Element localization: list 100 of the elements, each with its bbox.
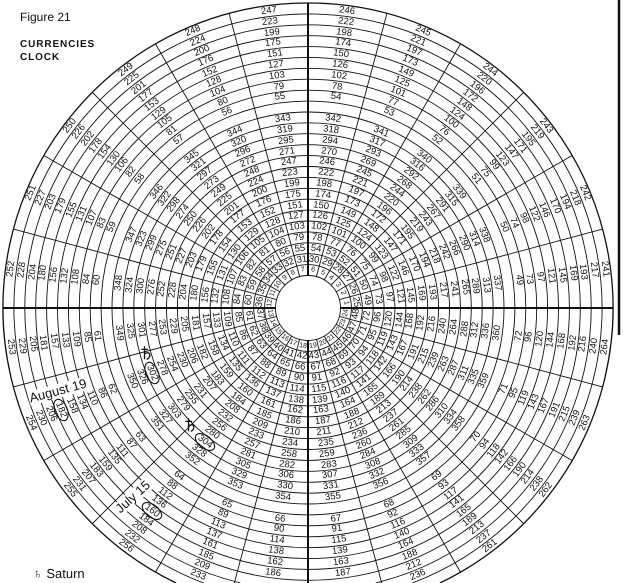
wheel-number: 199 — [263, 26, 280, 38]
wheel-number: 282 — [278, 458, 296, 470]
wheel-number: 289 — [470, 277, 482, 294]
wheel-number: 180 — [188, 284, 200, 302]
wheel-number: 228 — [16, 262, 28, 279]
wheel-number: 115 — [330, 534, 347, 546]
wheel-number: 228 — [167, 282, 179, 299]
wheel-number: 79 — [273, 81, 285, 92]
wheel-number: 216 — [426, 316, 438, 333]
wheel-number: 337 — [491, 274, 503, 292]
wheel-number: 78 — [311, 232, 324, 244]
wheel-number: 246 — [338, 5, 356, 17]
wheel-number: 186 — [264, 566, 282, 578]
wheel-number: 78 — [331, 81, 343, 92]
wheel-number: 168 — [556, 332, 568, 350]
wheel-number: 174 — [334, 38, 352, 50]
wheel-number: 174 — [314, 188, 332, 200]
wheel-number: 36 — [254, 296, 265, 308]
wheel-number: 187 — [334, 566, 352, 578]
wheel-number: 319 — [276, 124, 294, 136]
wheel-number: 60 — [92, 274, 103, 286]
wheel-number: 312 — [470, 322, 482, 338]
wheel-number: 349 — [113, 324, 125, 342]
wheel-number: 127 — [268, 59, 284, 71]
wheel-number: 144 — [545, 332, 557, 348]
wheel-number: 48 — [351, 308, 362, 320]
wheel-number: 162 — [286, 404, 303, 416]
wheel-number: 61 — [243, 310, 254, 322]
wheel-number: 246 — [318, 156, 336, 168]
wheel-number: 103 — [268, 70, 286, 82]
wheel-number: 145 — [404, 286, 416, 303]
wheel-number: 355 — [324, 491, 342, 503]
wheel-number: 79 — [292, 232, 305, 244]
title: CURRENCIES CLOCK — [20, 38, 96, 64]
wheel-number: 318 — [322, 124, 340, 136]
wheel-number: 60 — [243, 294, 254, 306]
wheel-number: 241 — [448, 280, 460, 298]
wheel-number: 181 — [38, 334, 50, 352]
wheel-number: 223 — [282, 167, 299, 179]
wheel-number: 133 — [59, 332, 71, 348]
wheel-number: 300 — [134, 277, 146, 294]
wheel-number: 210 — [283, 426, 300, 438]
wheel-number: 26 — [346, 282, 360, 296]
wheel-number: 264 — [448, 318, 460, 336]
wheel-number: 96 — [372, 311, 384, 324]
wheel-number: 222 — [337, 16, 354, 28]
wheel-number: 348 — [113, 274, 125, 292]
wheel-number: 157 — [48, 332, 60, 350]
wheel-number: 324 — [124, 276, 136, 294]
wheel-number: 73 — [372, 292, 384, 305]
wheel-number: 169 — [566, 264, 578, 282]
wheel-number: 49 — [362, 294, 373, 306]
wheel-number: 175 — [284, 188, 302, 200]
wheel-number: 29 — [320, 256, 334, 270]
wheel-number: 217 — [588, 262, 600, 279]
wheel-number: 204 — [178, 283, 190, 300]
wheel-number: 336 — [480, 322, 492, 340]
wheel-number: 102 — [310, 221, 328, 233]
wheel-number: 205 — [26, 336, 38, 353]
wheel-number: 151 — [286, 200, 303, 212]
wheel-number: 57 — [172, 132, 186, 146]
wheel-number: 114 — [269, 534, 286, 546]
wheel-number: 247 — [260, 5, 278, 17]
wheel-number: 55 — [274, 92, 286, 103]
wheel-number: 84 — [232, 292, 244, 305]
wheel-number: 108 — [221, 288, 233, 306]
wheel-number: 252 — [156, 280, 168, 298]
wheel-number: 253 — [156, 318, 168, 336]
wheel-number: 139 — [312, 394, 329, 406]
wheel-number: 168 — [404, 313, 416, 330]
figure-number: Figure 21 — [20, 10, 71, 24]
wheel-number: 240 — [437, 317, 449, 334]
wheel-number: 192 — [566, 334, 578, 352]
wheel-number: 32 — [282, 256, 296, 270]
wheel-number: 277 — [146, 320, 158, 338]
wheel-number: 90 — [273, 524, 285, 535]
wheel-number: 72 — [513, 330, 524, 342]
wheel-number: 72 — [362, 310, 373, 322]
wheel-number: 35 — [256, 282, 270, 296]
wheel-number: 198 — [316, 178, 333, 190]
wheel-number: 103 — [288, 221, 306, 233]
wheel-number: 97 — [383, 292, 394, 304]
wheel-number: 199 — [283, 178, 300, 190]
wheel-number: 115 — [310, 383, 327, 395]
wheel-number: 247 — [280, 156, 298, 168]
wheel-number: 66 — [274, 513, 286, 524]
wheel-number: 295 — [277, 134, 294, 146]
wheel-number: 229 — [167, 317, 179, 334]
wheel-number: 356 — [372, 476, 390, 492]
wheel-number: 234 — [282, 437, 299, 449]
wheel-number: 127 — [287, 210, 304, 222]
wheel-number: 156 — [48, 266, 60, 284]
wheel-number: 145 — [556, 266, 568, 284]
wheel-number: 193 — [426, 283, 438, 300]
wheel-number: 121 — [394, 287, 406, 304]
wheel-number: 138 — [268, 545, 284, 557]
wheel-number: 198 — [336, 26, 353, 38]
wheel-number: 193 — [578, 263, 590, 280]
wheel-number: 120 — [534, 330, 546, 348]
wheel-number: 204 — [26, 263, 38, 280]
